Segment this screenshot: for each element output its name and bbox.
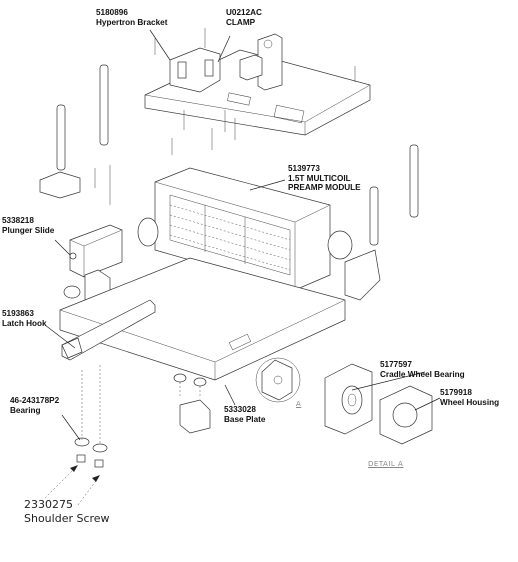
- detail-a-title: DETAIL A: [368, 460, 404, 468]
- standoff-posts: [56, 64, 419, 246]
- plunger-slide-name: Plunger Slide: [2, 225, 55, 235]
- shoulder-screw-label: 2330275 Shoulder Screw: [24, 498, 110, 525]
- hypertron-bracket-label: 5180896 Hypertron Bracket: [96, 8, 167, 27]
- latch-hook-name: Latch Hook: [2, 318, 47, 328]
- bearing-number: 46-243178P2: [10, 396, 60, 405]
- clamp-name: CLAMP: [226, 17, 256, 27]
- shoulder-screw-number: 2330275: [24, 498, 73, 511]
- arrow-icon: [44, 465, 100, 506]
- left-clip-bracket: [39, 171, 81, 199]
- wheel-housing-label: 5179918 Wheel Housing: [440, 388, 499, 407]
- preamp-module-label: 5139773 1.5T MULTICOIL PREAMP MODULE: [288, 164, 361, 193]
- clamp-label: U0212AC CLAMP: [226, 8, 262, 27]
- shoulder-screw-name: Shoulder Screw: [24, 511, 110, 525]
- detail-a-callout-letter: A: [296, 400, 302, 408]
- cradle-wheel-bearing-number: 5177597: [380, 360, 412, 369]
- plunger-slide-number: 5338218: [2, 216, 34, 225]
- bearing-name: Bearing: [10, 405, 41, 415]
- latch-hook-rail: [61, 299, 156, 361]
- bearing-label: 46-243178P2 Bearing: [10, 396, 59, 415]
- clamp-number: U0212AC: [226, 8, 262, 17]
- cradle-wheel-bearing-name: Cradle Wheel Bearing: [380, 369, 465, 379]
- bearing-assembly: [74, 365, 108, 468]
- latch-hook-label: 5193863 Latch Hook: [2, 309, 47, 328]
- leader-lines: [44, 29, 441, 441]
- module-side-rollers: [137, 217, 381, 301]
- wheel-housing-name: Wheel Housing: [440, 397, 500, 407]
- detail-a-callout: [255, 357, 301, 403]
- cradle-wheel-bearing-label: 5177597 Cradle Wheel Bearing: [380, 360, 465, 379]
- hypertron-bracket-name: Hypertron Bracket: [96, 17, 168, 27]
- base-plate-label: 5333028 Base Plate: [224, 405, 265, 424]
- preamp-module-number: 5139773: [288, 164, 320, 173]
- base-hardware: [173, 373, 211, 434]
- hypertron-bracket: [169, 47, 221, 93]
- detail-a-view: [324, 363, 433, 445]
- hypertron-bracket-number: 5180896: [96, 8, 128, 17]
- base-plate-name: Base Plate: [224, 414, 266, 424]
- wheel-housing-number: 5179918: [440, 388, 472, 397]
- plunger-slide-label: 5338218 Plunger Slide: [2, 216, 54, 235]
- top-screws: [94, 28, 356, 205]
- preamp-module: [154, 167, 331, 291]
- base-plate-number: 5333028: [224, 405, 256, 414]
- clamp-tower: [239, 33, 283, 91]
- preamp-module-name-1: 1.5T MULTICOIL: [288, 173, 351, 183]
- latch-hook-number: 5193863: [2, 309, 34, 318]
- preamp-module-name-2: PREAMP MODULE: [288, 183, 361, 193]
